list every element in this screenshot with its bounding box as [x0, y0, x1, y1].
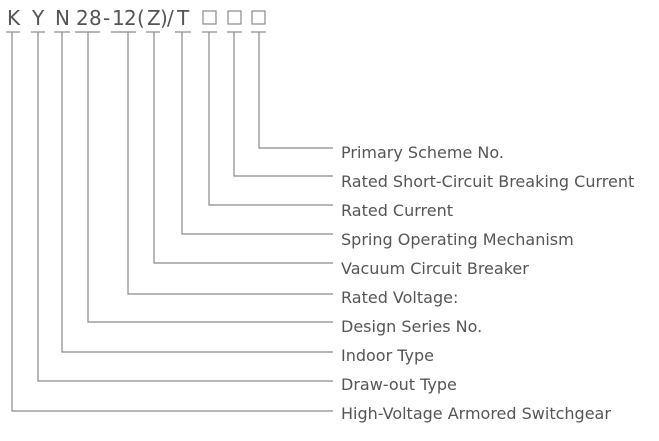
label-draw-out: Draw-out Type	[341, 375, 457, 394]
placeholder-box-1	[202, 10, 217, 25]
code-char-dash: -	[103, 6, 110, 30]
leader-design-series	[87, 32, 333, 323]
leader-rated-voltage	[127, 32, 333, 295]
leader-rated-current	[208, 32, 333, 206]
code-char-z: Z	[147, 6, 161, 30]
label-rated-voltage: Rated Voltage:	[341, 288, 458, 307]
label-switchgear: High-Voltage Armored Switchgear	[341, 404, 611, 423]
code-char-8: 8	[89, 6, 102, 30]
code-char-2b: 2	[124, 6, 137, 30]
label-breaking-current: Rated Short-Circuit Breaking Current	[341, 172, 634, 191]
code-char-2a: 2	[76, 6, 89, 30]
label-indoor-type: Indoor Type	[341, 346, 434, 365]
label-vacuum-breaker: Vacuum Circuit Breaker	[341, 259, 529, 278]
model-code: K Y N 2 8 - 1 2 ( Z ) / T	[7, 6, 190, 30]
callout-labels: Primary Scheme No. Rated Short-Circuit B…	[341, 143, 634, 423]
code-char-y: Y	[31, 6, 45, 30]
code-char-lparen: (	[137, 6, 145, 30]
label-primary-scheme: Primary Scheme No.	[341, 143, 504, 162]
label-design-series: Design Series No.	[341, 317, 482, 336]
label-spring-mechanism: Spring Operating Mechanism	[341, 230, 574, 249]
code-char-k: K	[7, 6, 21, 30]
code-char-n: N	[55, 6, 70, 30]
label-rated-current: Rated Current	[341, 201, 453, 220]
leader-switchgear	[11, 32, 333, 412]
leader-primary-scheme	[258, 32, 333, 149]
leader-spring-mechanism	[181, 32, 333, 235]
code-char-slash: /	[167, 6, 174, 30]
code-char-1: 1	[112, 6, 125, 30]
placeholder-boxes	[202, 10, 266, 25]
leader-breaking-current	[233, 32, 333, 177]
leader-draw-out	[37, 32, 333, 382]
code-char-rparen: )	[160, 6, 168, 30]
placeholder-box-2	[227, 10, 242, 25]
placeholder-box-3	[251, 10, 266, 25]
leader-lines	[11, 32, 333, 412]
code-char-t: T	[176, 6, 190, 30]
leader-vacuum-breaker	[153, 32, 333, 264]
leader-indoor-type	[61, 32, 333, 353]
